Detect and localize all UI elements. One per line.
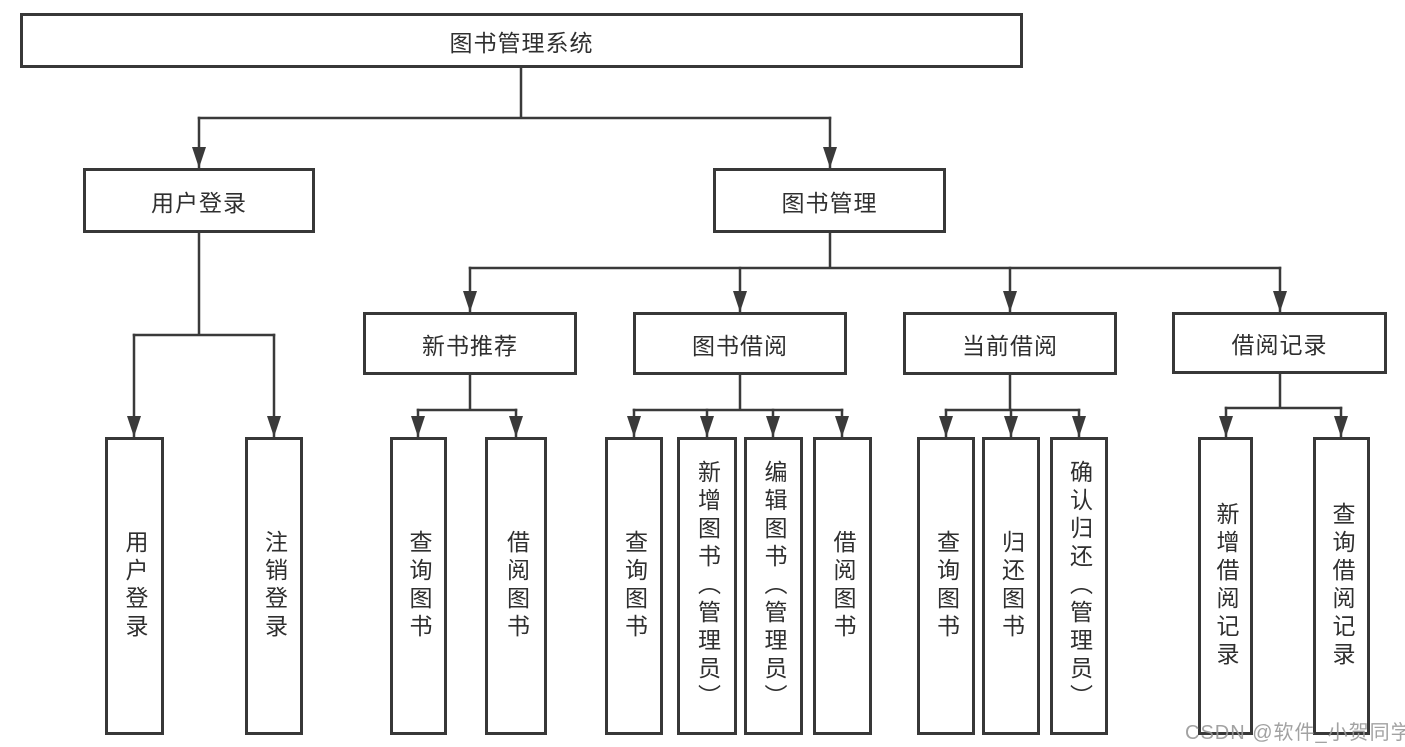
leaf-user-login: 用户登录 [105, 437, 164, 735]
node-label: 新书推荐 [422, 332, 518, 359]
node-label: 图书管理系统 [449, 29, 594, 56]
leaf-borrow-books-recommend: 借阅图书 [485, 437, 547, 735]
node-current-borrowing: 当前借阅 [903, 312, 1117, 375]
leaf-edit-books-admin: 编辑图书（管理员） [744, 437, 803, 735]
node-label: 图书管理 [781, 189, 878, 216]
node-label: 用户登录 [122, 530, 148, 642]
leaf-add-books-admin: 新增图书（管理员） [677, 437, 737, 735]
node-label: 借阅图书 [830, 530, 856, 642]
node-label: 查询图书 [933, 530, 960, 642]
node-label: 借阅图书 [503, 530, 530, 642]
leaf-query-books-current: 查询图书 [917, 437, 975, 735]
leaf-return-books: 归还图书 [982, 437, 1040, 735]
node-label: 新增图书（管理员） [694, 460, 721, 712]
leaf-query-borrow-record: 查询借阅记录 [1313, 437, 1370, 735]
node-label: 借阅记录 [1231, 332, 1328, 358]
node-user-login: 用户登录 [83, 168, 315, 233]
leaf-add-borrow-record: 新增借阅记录 [1198, 437, 1253, 735]
node-book-borrowing: 图书借阅 [633, 312, 847, 375]
node-label: 注销登录 [261, 530, 288, 642]
node-label: 查询图书 [621, 530, 648, 642]
node-label: 确认归还（管理员） [1066, 460, 1093, 712]
node-label: 查询图书 [406, 530, 432, 642]
csdn-watermark: CSDN @软件_小贺同学 [1185, 722, 1405, 744]
leaf-query-books-borrowing: 查询图书 [605, 437, 663, 735]
node-new-book-recommend: 新书推荐 [363, 312, 577, 375]
leaf-confirm-return-admin: 确认归还（管理员） [1050, 437, 1108, 735]
node-library-management-system: 图书管理系统 [20, 13, 1023, 68]
node-label: 归还图书 [998, 530, 1025, 642]
node-label: 当前借阅 [962, 332, 1058, 359]
leaf-logout: 注销登录 [245, 437, 303, 735]
node-label: 图书借阅 [692, 332, 788, 359]
leaf-query-books-recommend: 查询图书 [390, 437, 447, 735]
node-borrowing-records: 借阅记录 [1172, 312, 1387, 374]
node-label: 编辑图书（管理员） [761, 460, 787, 712]
node-label: 新增借阅记录 [1213, 502, 1239, 670]
node-label: 查询借阅记录 [1329, 502, 1355, 670]
node-label: 用户登录 [151, 189, 247, 216]
leaf-borrow-books: 借阅图书 [813, 437, 872, 735]
node-book-management: 图书管理 [713, 168, 946, 233]
